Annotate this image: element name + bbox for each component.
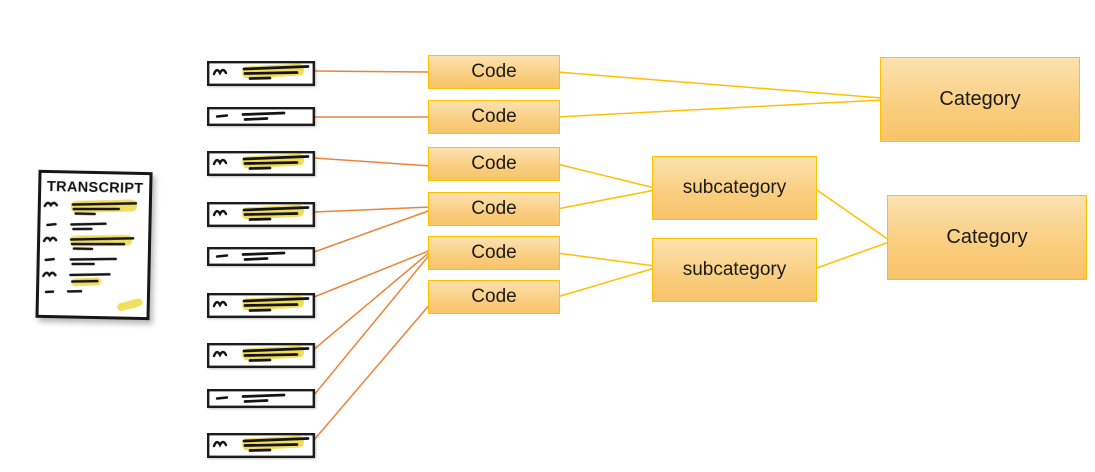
connector-code6-subcategory2 <box>556 267 656 298</box>
connector-excerpt9-code6 <box>313 302 432 441</box>
code-label: Code <box>471 242 517 263</box>
transcript-excerpt-strip-8 <box>207 389 315 408</box>
subcategory-box-1: subcategory <box>652 156 817 220</box>
subcategory-label: subcategory <box>682 259 787 280</box>
connector-code5-subcategory2 <box>556 252 656 267</box>
code-to-category-connectors <box>556 71 890 298</box>
category-box-2: Category <box>887 195 1087 280</box>
transcript-title: TRANSCRIPT <box>47 179 144 197</box>
connector-excerpt1-code1 <box>313 70 432 73</box>
transcript-excerpt-strip-5 <box>207 247 315 266</box>
code-label: Code <box>471 61 517 82</box>
code-box-1: Code <box>428 55 560 89</box>
connector-excerpt4-code4 <box>313 206 432 213</box>
transcript-excerpt-strip-3 <box>207 151 315 176</box>
code-box-6: Code <box>428 280 560 314</box>
transcript-excerpt-strip-1 <box>207 61 315 86</box>
code-label: Code <box>471 286 517 307</box>
code-label: Code <box>471 198 517 219</box>
transcript-excerpt-strip-2 <box>207 107 315 126</box>
connector-excerpt3-code3 <box>313 157 432 167</box>
connector-code3-subcategory1 <box>556 163 656 189</box>
connector-excerpt6-code5 <box>313 249 432 298</box>
category-label: Category <box>939 88 1021 110</box>
code-box-3: Code <box>428 147 560 181</box>
transcript-scribble-lines <box>42 199 143 312</box>
excerpt-to-code-connectors <box>311 70 432 441</box>
category-label: Category <box>946 226 1028 248</box>
code-box-2: Code <box>428 100 560 134</box>
code-label: Code <box>471 106 517 127</box>
connector-excerpt8-code5 <box>313 252 432 396</box>
code-box-4: Code <box>428 192 560 226</box>
category-box-1: Category <box>880 57 1080 142</box>
subcategory-box-2: subcategory <box>652 238 817 302</box>
connector-code2-category1 <box>556 99 883 118</box>
code-label: Code <box>471 153 517 174</box>
transcript-excerpt-strip-9 <box>207 433 315 458</box>
transcript-document: TRANSCRIPT <box>35 169 153 321</box>
connector-subcategory2-category2 <box>813 241 890 270</box>
connector-excerpt5-code4 <box>313 209 432 253</box>
connector-excerpt7-code5 <box>311 250 432 352</box>
connector-subcategory1-category2 <box>813 187 890 241</box>
subcategory-label: subcategory <box>682 177 787 198</box>
transcript-excerpt-strip-7 <box>207 343 315 368</box>
connector-code1-category1 <box>556 71 883 99</box>
connector-code4-subcategory1 <box>556 189 656 210</box>
transcript-excerpt-strip-6 <box>207 293 315 318</box>
code-box-5: Code <box>428 236 560 270</box>
transcript-excerpt-strip-4 <box>207 202 315 227</box>
